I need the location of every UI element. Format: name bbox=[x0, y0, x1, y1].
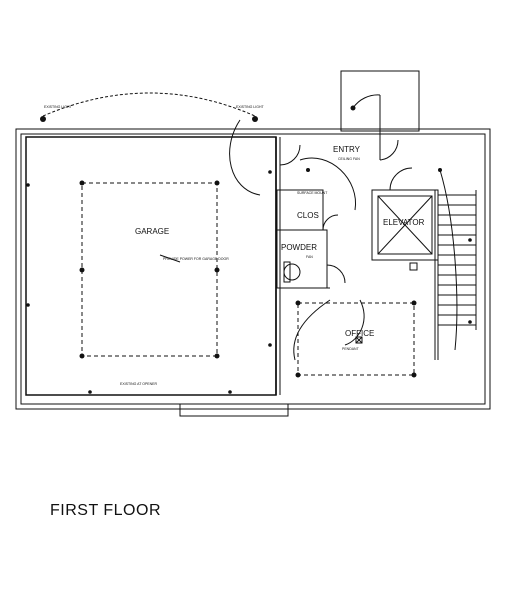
clos-wall bbox=[276, 189, 324, 231]
exterior-wall-inner bbox=[20, 133, 486, 405]
wiring-curve-2 bbox=[299, 157, 357, 211]
leader-line bbox=[159, 254, 181, 263]
note-entry: CEILING FAN bbox=[338, 157, 360, 161]
wiring-curve-4 bbox=[344, 299, 365, 346]
wiring-curve-3 bbox=[293, 299, 331, 361]
note-office: PENDANT bbox=[342, 347, 360, 351]
elevator-door-swing bbox=[389, 167, 413, 191]
label-office: OFFICE bbox=[345, 329, 374, 338]
label-powder: POWDER bbox=[281, 243, 317, 252]
label-garage: GARAGE bbox=[135, 227, 169, 236]
toilet bbox=[283, 263, 301, 281]
note-garage-light: PROVIDE POWER FOR GARAGE DOOR bbox=[163, 257, 229, 261]
elevator-x2 bbox=[377, 195, 433, 255]
garage-door-swing bbox=[279, 144, 301, 166]
powder-door-swing bbox=[326, 264, 346, 284]
note-garage-outlet: EXISTING AT OPENER bbox=[120, 382, 157, 386]
light-fixtures bbox=[26, 105, 472, 394]
wiring-curve-5 bbox=[439, 169, 458, 351]
entry-door-swing bbox=[352, 94, 381, 109]
note-right-ext: EXISTING LIGHT bbox=[236, 105, 264, 109]
office-light-grid bbox=[297, 302, 415, 376]
exterior-light-arc bbox=[42, 92, 256, 117]
clos-door-swing bbox=[322, 214, 339, 231]
note-clos: SURFACE MOUNT bbox=[297, 191, 328, 195]
elevator-car bbox=[377, 195, 433, 255]
label-entry: ENTRY bbox=[333, 145, 361, 154]
elevator-control bbox=[409, 262, 418, 271]
wiring-curve-1 bbox=[229, 119, 261, 196]
garage-step bbox=[179, 403, 289, 417]
note-powder: FAN bbox=[306, 255, 313, 259]
exterior-wall-outer bbox=[15, 128, 491, 410]
toilet-tank bbox=[283, 261, 291, 283]
label-clos: CLOS bbox=[297, 211, 319, 220]
office-fixture bbox=[355, 336, 363, 344]
label-elevator: ELEVATOR bbox=[383, 218, 425, 227]
entry-door-swing-2 bbox=[379, 139, 399, 161]
note-left-ext: EXISTING LIGHT bbox=[44, 105, 72, 109]
garage-light-grid bbox=[81, 182, 218, 357]
drawing-title: FIRST FLOOR bbox=[50, 502, 161, 519]
